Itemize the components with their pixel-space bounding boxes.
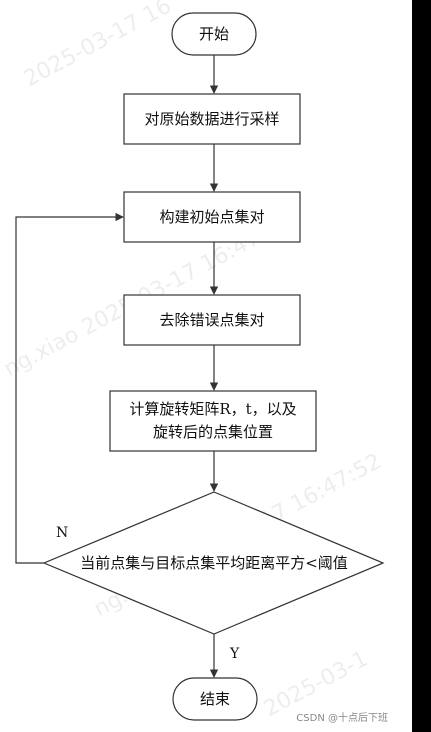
- end-label: 结束: [200, 690, 230, 708]
- compute-label-line1: 计算旋转矩阵R，t，以及: [129, 400, 296, 418]
- remove-process-box: [123, 294, 301, 346]
- diagram-canvas: 2025-03-17 16 ng.xiao 2025-03-17 16:47:5…: [0, 0, 412, 732]
- loop-back-connector: [15, 212, 124, 564]
- end-terminal: [172, 677, 258, 721]
- decision-label: 当前点集与目标点集平均距离平方<阈值: [80, 554, 348, 572]
- build-process-box: [123, 191, 301, 243]
- sample-label: 对原始数据进行采样: [144, 110, 279, 128]
- compute-process-box: [109, 390, 317, 452]
- compute-label-line2: 旋转后的点集位置: [153, 423, 273, 441]
- build-label: 构建初始点集对: [159, 208, 264, 226]
- flowchart: 开始 对原始数据进行采样 构建初始点集对 去除错误点集对 计算旋转矩阵R，t，以…: [15, 12, 385, 721]
- right-dark-strip: [412, 0, 431, 732]
- yes-branch-label: Y: [229, 646, 240, 662]
- footer-credit: CSDN @十点后下班: [296, 713, 388, 724]
- remove-label: 去除错误点集对: [159, 311, 264, 329]
- no-branch-label: N: [56, 525, 68, 541]
- start-label: 开始: [199, 25, 229, 43]
- sample-process-box: [123, 93, 301, 145]
